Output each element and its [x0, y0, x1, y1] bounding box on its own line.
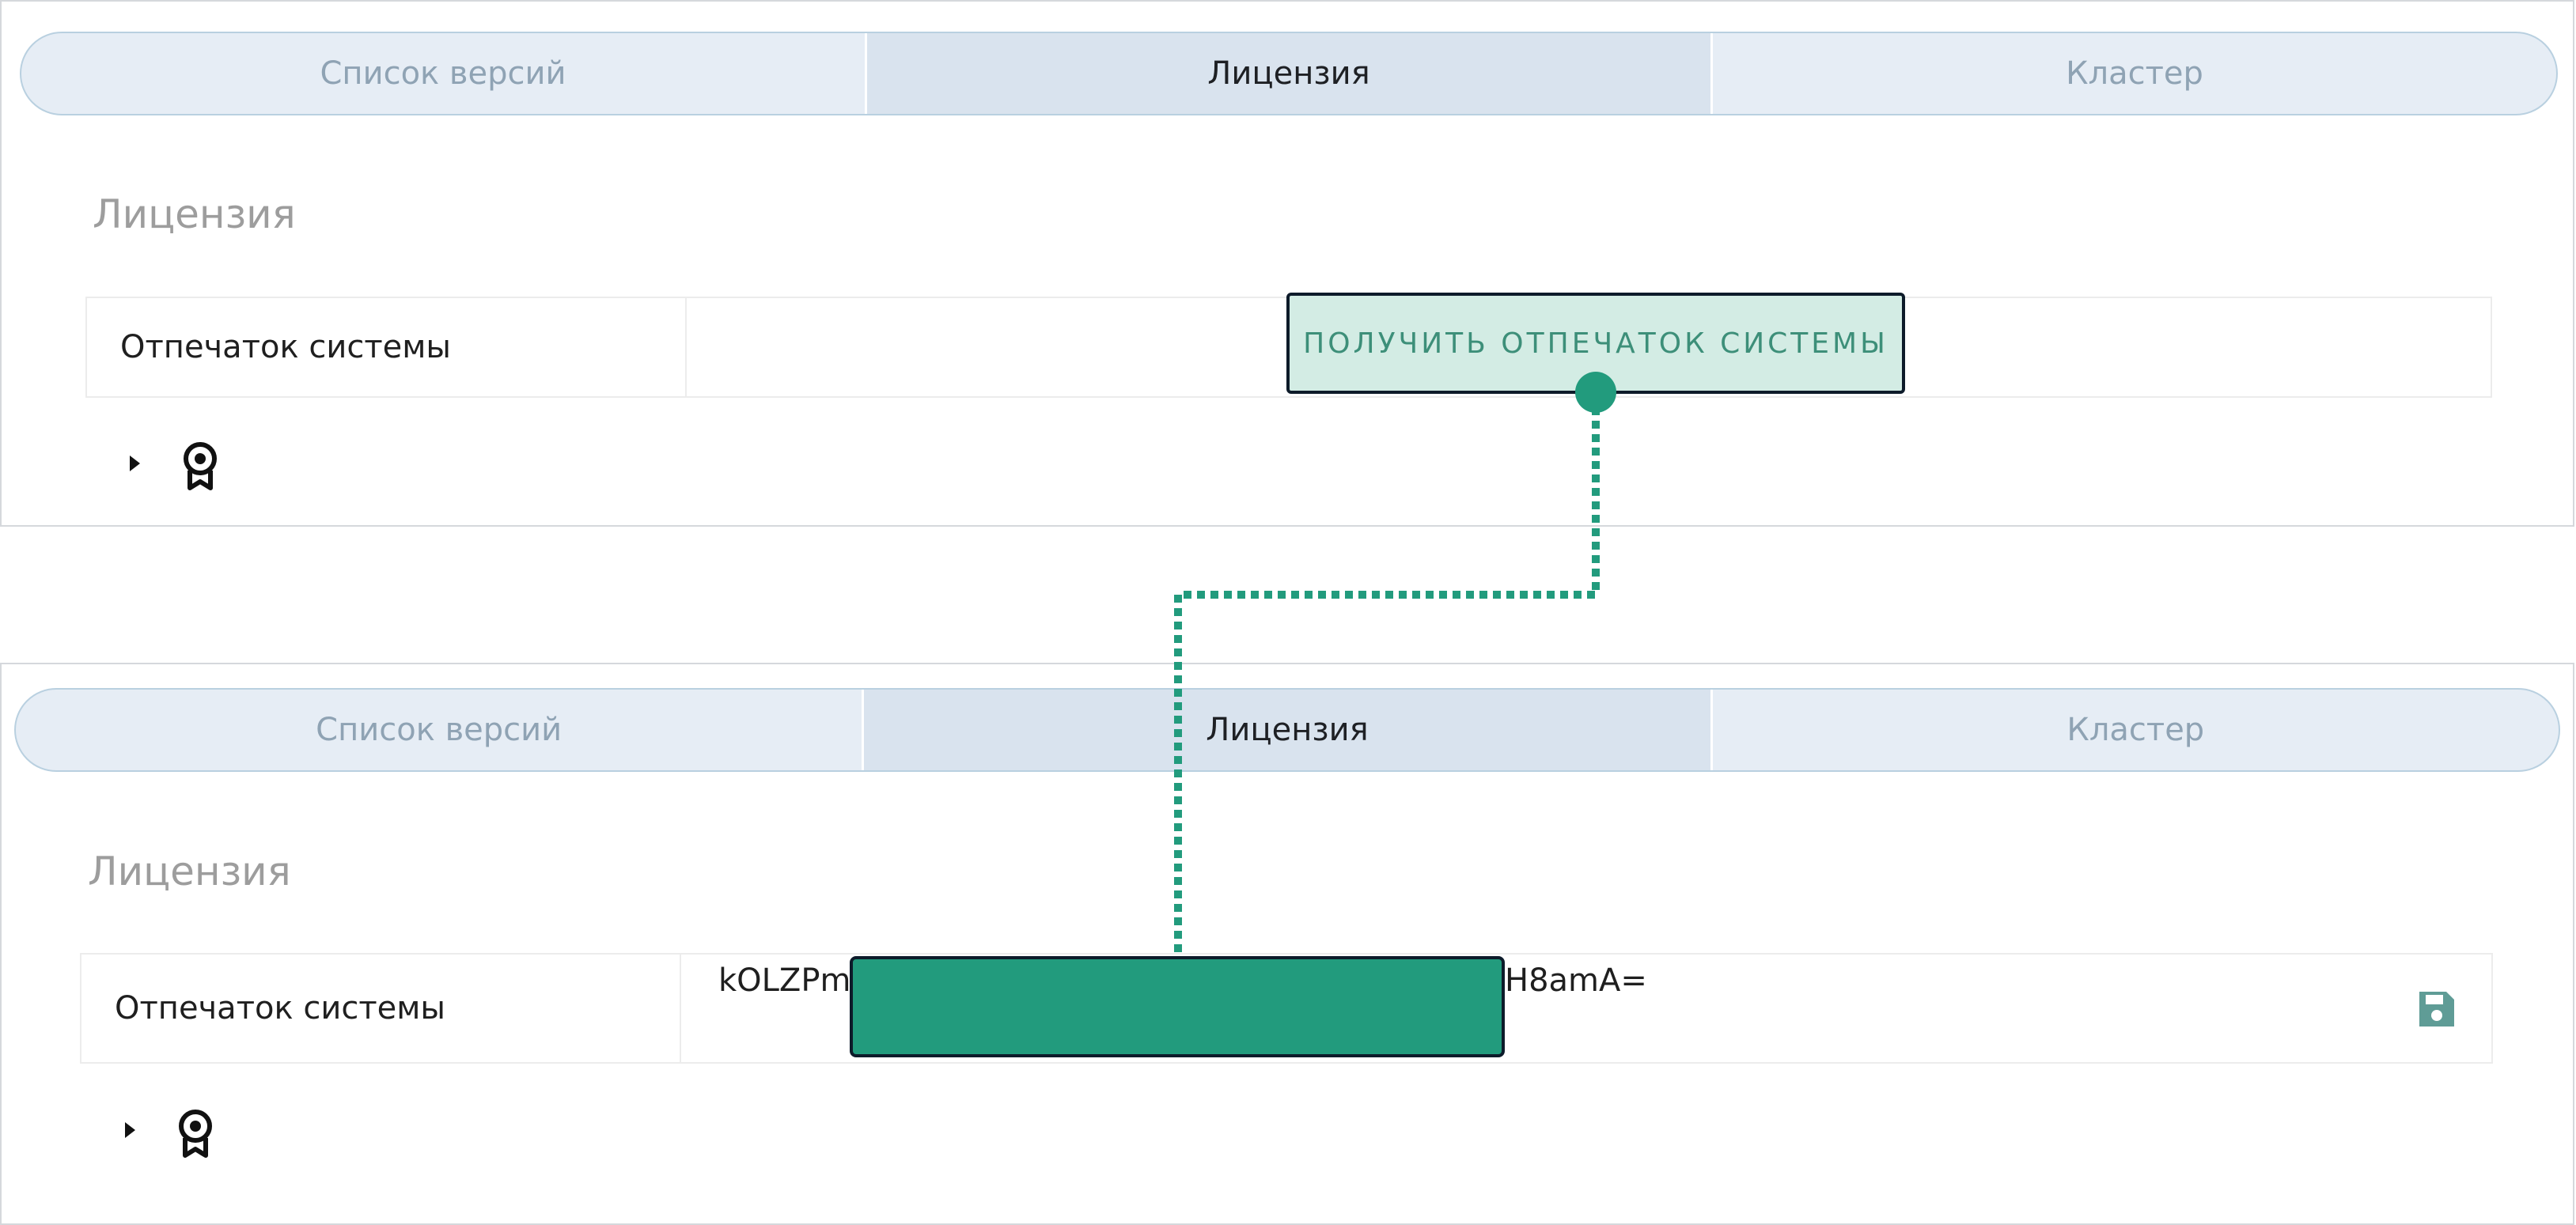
fingerprint-label: Отпечаток системы [87, 298, 687, 396]
fingerprint-redaction-mask [850, 956, 1505, 1057]
tab-bar: Список версий Лицензия Кластер [20, 32, 2558, 115]
fingerprint-row: Отпечаток системы [80, 953, 2493, 1064]
fingerprint-value-end: H8amA= [1505, 962, 1647, 999]
section-title: Лицензия [93, 191, 296, 237]
tab-license[interactable]: Лицензия [862, 690, 1710, 770]
tab-cluster[interactable]: Кластер [1710, 690, 2559, 770]
caret-right-icon[interactable] [127, 453, 142, 474]
fingerprint-label: Отпечаток системы [81, 955, 681, 1062]
floppy-disk-icon[interactable] [2416, 989, 2457, 1030]
tab-bar: Список версий Лицензия Кластер [14, 688, 2560, 772]
get-fingerprint-button[interactable]: ПОЛУЧИТЬ ОТПЕЧАТОК СИСТЕМЫ [1286, 293, 1905, 394]
fingerprint-value-start: kOLZPm [718, 962, 851, 999]
tab-version-list[interactable]: Список версий [320, 55, 566, 92]
tab-version-list[interactable]: Список версий [316, 712, 563, 748]
award-icon [184, 442, 217, 490]
section-title: Лицензия [88, 849, 291, 894]
award-icon [179, 1110, 212, 1158]
tab-license[interactable]: Лицензия [865, 33, 1710, 114]
caret-right-icon[interactable] [122, 1120, 138, 1140]
tab-cluster[interactable]: Кластер [1710, 33, 2556, 114]
